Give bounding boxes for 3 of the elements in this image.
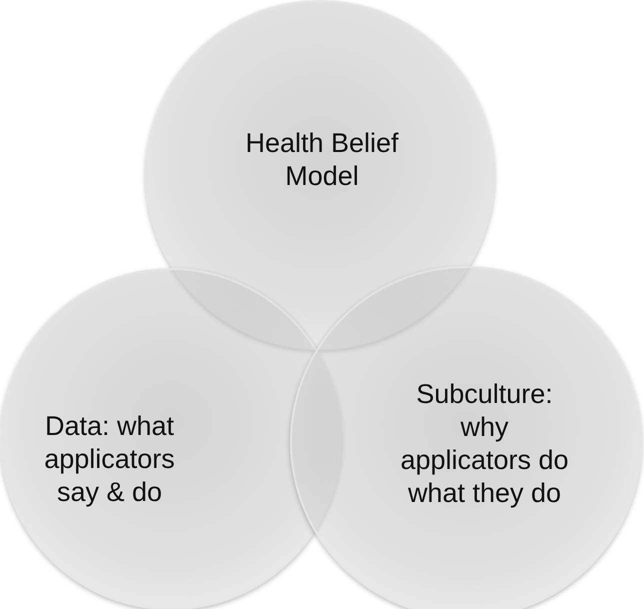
circle-label: Data: what applicators say & do — [43, 410, 176, 509]
circle-label: Health Belief Model — [244, 127, 400, 193]
circle-label: Subculture: why applicators do what they do — [399, 378, 570, 510]
